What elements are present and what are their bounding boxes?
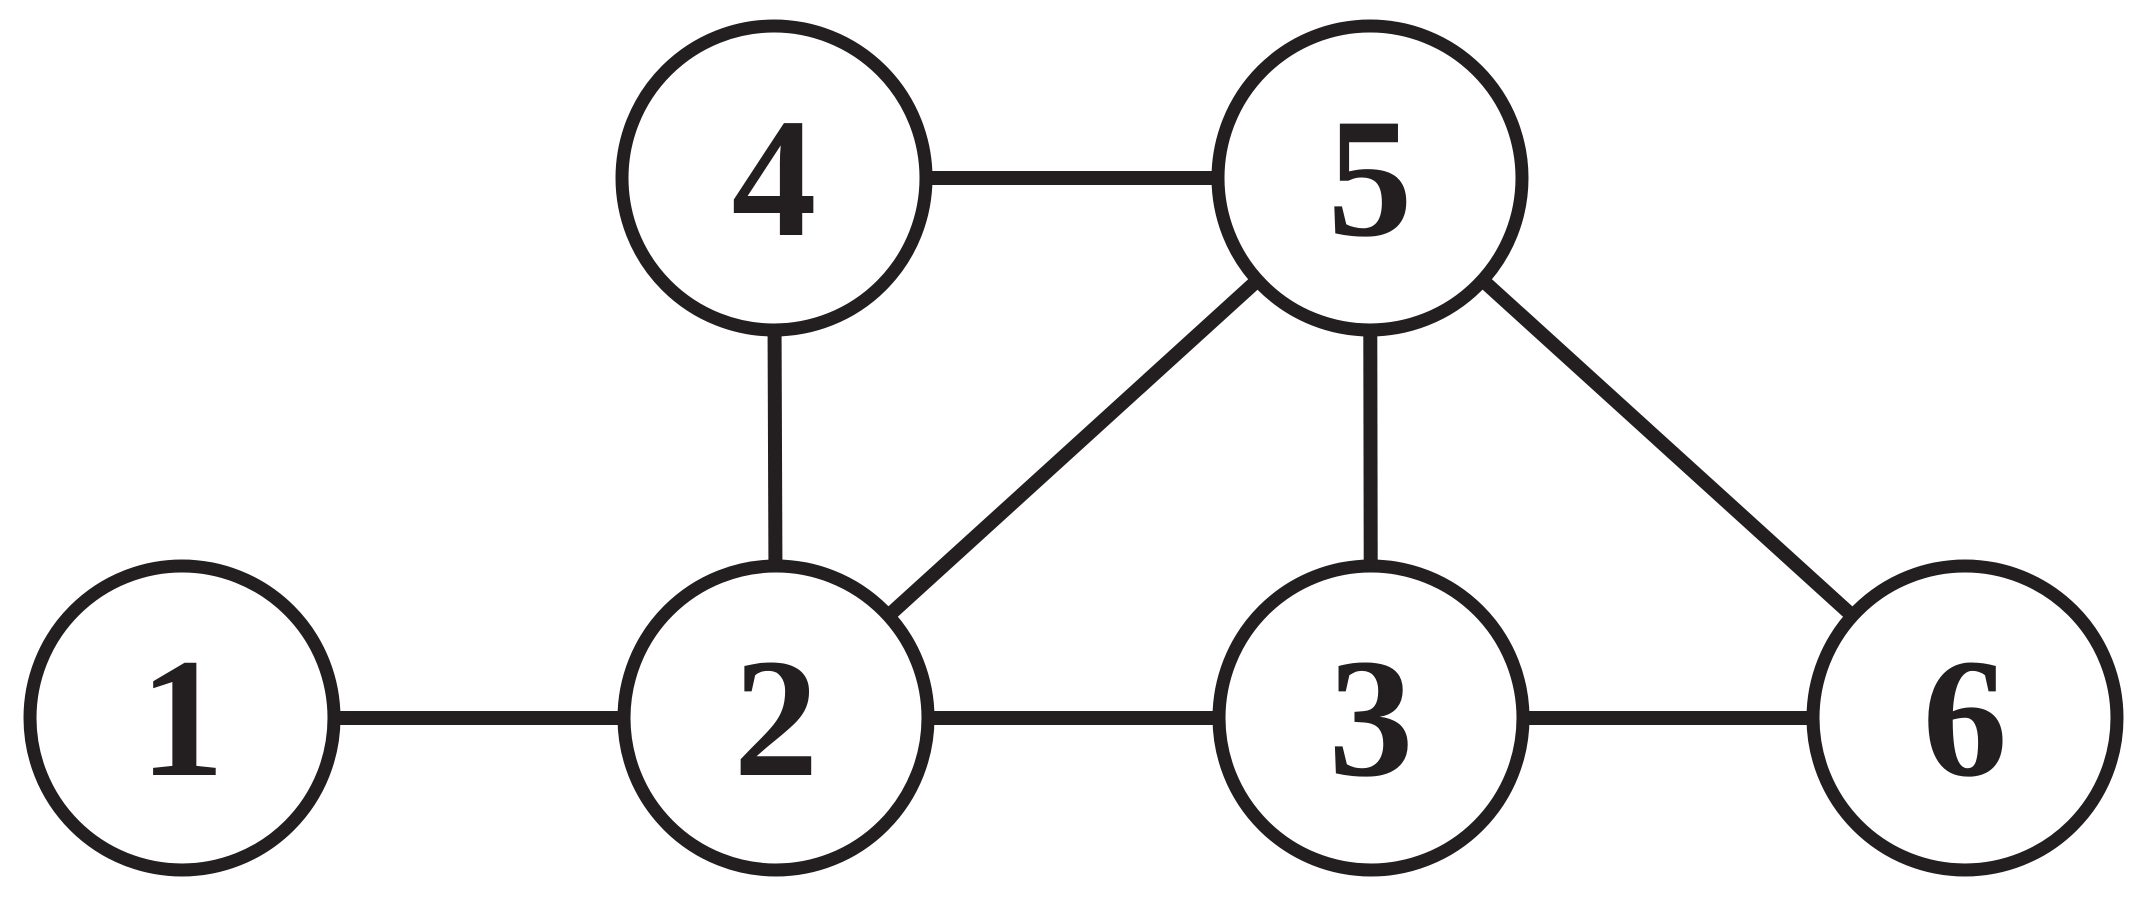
node-circle-4 <box>615 19 933 337</box>
node-label-3: 3 <box>1329 624 1414 812</box>
node-4: 4 <box>615 19 933 337</box>
node-1: 1 <box>23 559 341 877</box>
node-2: 2 <box>617 559 935 877</box>
node-5: 5 <box>1211 19 1529 337</box>
node-6: 6 <box>1806 559 2124 877</box>
node-circle-1 <box>23 559 341 877</box>
node-circle-5 <box>1211 19 1529 337</box>
node-label-6: 6 <box>1923 624 2008 812</box>
node-label-2: 2 <box>734 624 819 812</box>
node-circle-2 <box>617 559 935 877</box>
node-circle-3 <box>1212 559 1530 877</box>
node-label-1: 1 <box>140 624 225 812</box>
node-circle-6 <box>1806 559 2124 877</box>
node-label-4: 4 <box>732 84 817 272</box>
node-label-5: 5 <box>1328 84 1413 272</box>
node-3: 3 <box>1212 559 1530 877</box>
